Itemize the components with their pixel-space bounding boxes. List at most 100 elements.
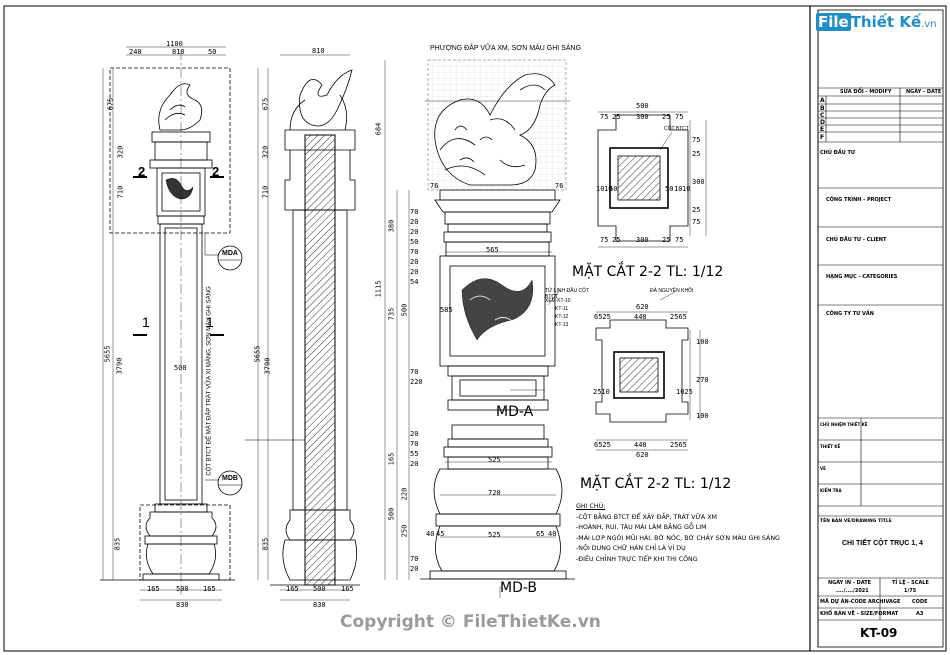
detail-mid-dim-1: 565 — [486, 246, 499, 254]
detail-left-dim-2: 380 — [387, 219, 396, 233]
note-item: -NỘI DUNG CHỮ HÁN CHỈ LÀ VÍ DỤ — [576, 545, 686, 552]
note-item: -CỘT BẰNG BTCT ĐỂ XÂY ĐẮP, TRÁT VỮA XM — [576, 513, 717, 521]
detail-side-dim-1: 40 — [426, 530, 435, 538]
detail-inner-dim-3: 20 — [410, 228, 419, 236]
detail-inner-dim-12: 70 — [410, 440, 419, 448]
detail-kt-2: KT-11 — [555, 306, 568, 312]
section-left-dim-6: 835 — [261, 537, 270, 551]
plan-mid-side-2: 270 — [696, 376, 709, 384]
rev-row-b: B — [820, 105, 825, 112]
section-left-dim-5: 3790 — [263, 357, 272, 375]
front-elevation — [100, 46, 243, 601]
detail-side-dim-4: 40 — [548, 530, 557, 538]
detail-label-ref: BTCT — [545, 294, 559, 300]
rev-row-c: C — [820, 112, 825, 119]
front-bottom-dim-2: 500 — [176, 585, 189, 593]
detail-mid-dim-3: 525 — [488, 456, 501, 464]
front-left-dim-1: 675 — [106, 97, 115, 111]
section-mark-1-right: 1 — [206, 314, 214, 330]
tb-scale-value: 1/75 — [904, 588, 917, 594]
detail-inner-dim-14: 20 — [410, 460, 419, 468]
plan-mid-right: 1025 — [676, 388, 693, 396]
plan-mid-side-1: 100 — [696, 338, 709, 346]
detail-mid-dim-2: 585 — [440, 306, 453, 314]
detail-label-col: TỨ LINH ĐẦU CỘT — [545, 288, 589, 294]
tb-role-2: THIẾT KẾ — [820, 444, 841, 449]
section-top-dim: 810 — [312, 47, 325, 55]
detail-inner-dim-5: 70 — [410, 248, 419, 256]
detail-inner-dim-2: 20 — [410, 218, 419, 226]
title-block-grid — [818, 87, 943, 621]
front-left-dim-3: 710 — [116, 185, 125, 199]
detail-inner-dim-16: 20 — [410, 565, 419, 573]
rev-row-e: E — [820, 126, 825, 133]
logo-prefix: File — [816, 13, 851, 31]
section-elevation — [245, 54, 360, 601]
rev-row-d: D — [820, 119, 825, 126]
front-top-dim-left: 240 — [129, 48, 142, 56]
notes-title: GHI CHÚ: — [576, 503, 606, 510]
tb-category: HẠNG MỤC - CATEGORIES — [826, 274, 898, 280]
tb-date-label: NGÀY IN - DATE — [828, 580, 872, 586]
section-plan-mid — [595, 291, 701, 451]
plan-mid-side-3: 100 — [696, 412, 709, 420]
plan-top-side-1: 75 — [692, 136, 701, 144]
plan-mid-dim-3: 2565 — [670, 313, 687, 321]
detail-inner-dim-11: 20 — [410, 430, 419, 438]
detail-mid-dim-5: 525 — [488, 531, 501, 539]
section-left-dim-4: 5655 — [253, 345, 262, 363]
note-item: -HOÀNH, RUI, TÀU MÁI LÀM BẰNG GỖ LIM — [576, 524, 707, 531]
plan-mid-bottom-1: 6525 — [594, 441, 611, 449]
tb-drawing-title: CHI TIẾT CỘT TRỤC 1, 4 — [842, 540, 923, 547]
detail-left-dim-7: 500 — [387, 507, 396, 521]
detail-kt-1: XEM KT-10 — [545, 298, 571, 304]
note-item: -MÁI LỢP NGÓI MŨI HÀI, BỜ NÓC, BỜ CHẢY S… — [576, 534, 780, 542]
rev-row-a: A — [820, 97, 825, 104]
section-bottom-dim-2: 500 — [313, 585, 326, 593]
plan-top-bottom-5: 75 — [675, 236, 684, 244]
callout-md-b: MD-B — [500, 580, 538, 596]
plan-top-left-2: 10 — [604, 185, 613, 193]
front-left-dim-5: 3790 — [115, 357, 124, 375]
plan-mid-bottom-2: 440 — [634, 441, 647, 449]
plan-mid-bottom-total: 620 — [636, 451, 649, 459]
front-vertical-note: CỘT BTCT ĐỂ MẶT ĐẮP TRÁT VỮA XI MĂNG, SƠ… — [206, 286, 213, 476]
section-bottom-dim-3: 165 — [341, 585, 354, 593]
plan-top-side-4: 25 — [692, 206, 701, 214]
note-item: -ĐIỀU CHỈNH TRỰC TIẾP KHI THI CÔNG — [576, 555, 698, 563]
plan-top-side-5: 75 — [692, 218, 701, 226]
plan-top-dim-3: 300 — [636, 113, 649, 121]
section-title-2: MẶT CẮT 2-2 TL: 1/12 — [580, 476, 732, 492]
section-left-dim-3: 710 — [261, 185, 270, 199]
detail-side-dim-2: 45 — [436, 530, 445, 538]
rev-header-modify: SỬA ĐỔI - MODIFY — [840, 89, 892, 95]
plan-mid-dim-2: 440 — [634, 313, 647, 321]
front-top-dim-mid: 810 — [172, 48, 185, 56]
detail-inner-dim-13: 55 — [410, 450, 419, 458]
plan-top-label: CỘT BTCT — [664, 126, 689, 132]
section-bottom-dim-1: 165 — [286, 585, 299, 593]
callout-md-a: MD-A — [496, 404, 534, 420]
plan-top-bottom-1: 75 — [600, 236, 609, 244]
tb-project: CÔNG TRÌNH - PROJECT — [826, 197, 892, 203]
plan-top-dim-4: 25 — [662, 113, 671, 121]
tb-code-label: MÃ DỰ ÁN-CODE ARCHIVAGE — [820, 599, 901, 605]
section-bottom-dim-total: 830 — [313, 601, 326, 609]
plan-top-left-1: 10 — [596, 185, 605, 193]
tb-date-value: ..../..../2021 — [836, 588, 869, 594]
front-bottom-dim-1: 165 — [147, 585, 160, 593]
detail-corner-dim-right: 76 — [555, 182, 564, 190]
front-left-dim-6: 835 — [113, 537, 122, 551]
detail-inner-dim-15: 70 — [410, 555, 419, 563]
detail-left-dim-4: 735 — [387, 307, 396, 321]
detail-elevation — [384, 59, 575, 598]
detail-kt-4: KT-13 — [555, 322, 569, 328]
tb-code-value: CODE — [912, 599, 928, 605]
front-top-dim-right: 50 — [208, 48, 217, 56]
plan-mid-left: 2510 — [593, 388, 610, 396]
plan-top-dim-total: 500 — [636, 102, 649, 110]
front-top-dim-total: 1100 — [166, 40, 183, 48]
tb-role-1: CHỦ NHIỆM THIẾT KẾ — [820, 422, 868, 427]
detail-left-dim-6: 165 — [387, 452, 396, 466]
plan-top-side-3: 300 — [692, 178, 705, 186]
